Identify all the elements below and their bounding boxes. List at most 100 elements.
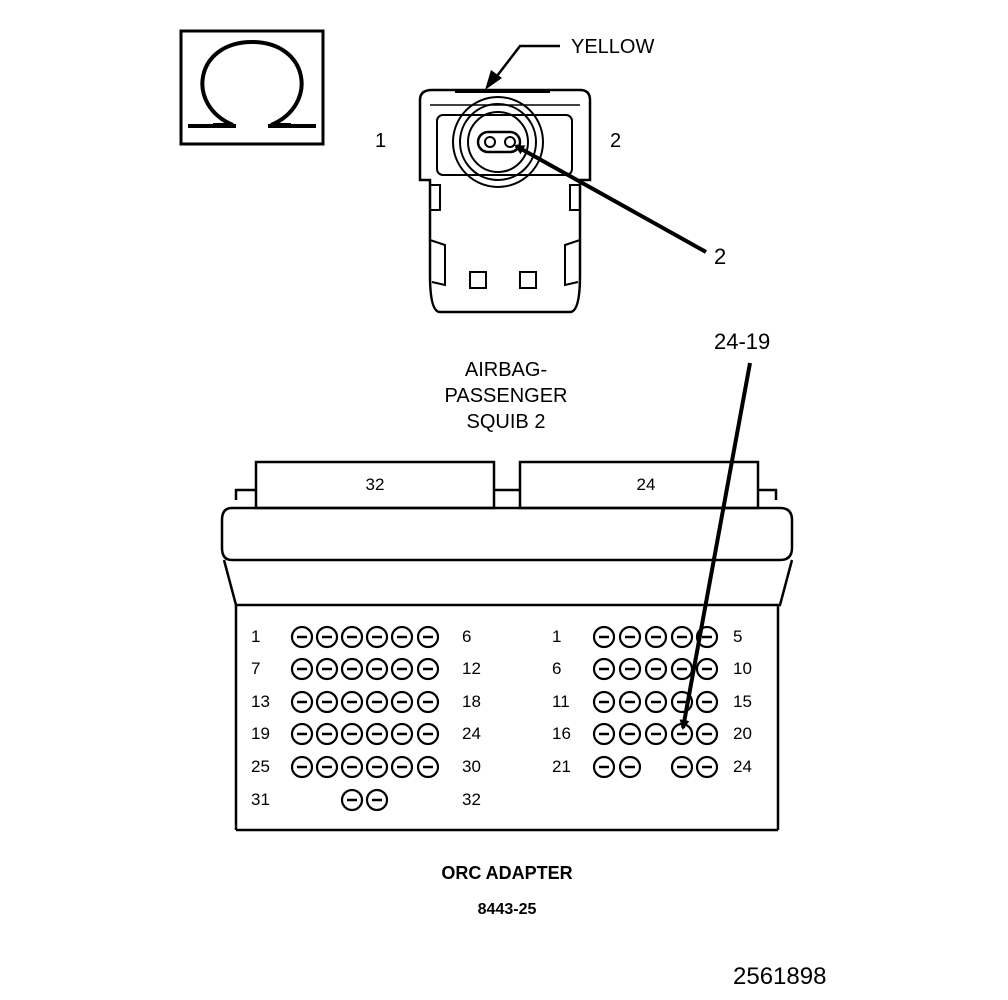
ohm-symbol-icon (179, 29, 325, 146)
adapter-tool-number: 8443-25 (477, 901, 537, 918)
right-row-1-start-label: 1 (552, 627, 562, 646)
right-tab-label: 24 (636, 475, 656, 494)
right-cavity-r1-c5 (695, 625, 719, 649)
left-cavity-r3-c6 (416, 690, 440, 714)
pin-2-label: 2 (610, 130, 622, 152)
connector-name-line-3: SQUIB 2 (466, 411, 546, 433)
right-cavity-r5-c1 (592, 755, 616, 779)
right-cavity-r1-c1 (592, 625, 616, 649)
left-row-6-end-label: 32 (462, 790, 481, 809)
left-cavity-r2-c2 (315, 657, 339, 681)
squib-connector-body (418, 88, 592, 314)
left-row-3-end-label: 18 (462, 692, 481, 711)
left-cavity-r2-c3 (340, 657, 364, 681)
left-cavity-r1-c1 (290, 625, 314, 649)
pin-1-label: 1 (375, 130, 387, 152)
right-row-2-end-label: 10 (733, 659, 752, 678)
right-cavity-r3-c3 (644, 690, 668, 714)
right-cavity-r1-c4 (670, 625, 694, 649)
adapter-pin-callout-label: 24-19 (714, 329, 771, 354)
left-cavity-r3-c2 (315, 690, 339, 714)
right-cavity-r4-c5 (695, 722, 719, 746)
left-cavity-r1-c4 (365, 625, 389, 649)
right-row-5-end-label: 24 (733, 757, 752, 776)
left-cavity-r4-c6 (416, 722, 440, 746)
left-cavity-r1-c3 (340, 625, 364, 649)
connector-name-line-1: AIRBAG- (464, 359, 548, 381)
adapter-title: ORC ADAPTER (441, 863, 573, 883)
left-cavity-r3-c4 (365, 690, 389, 714)
left-cavity-r1-c2 (315, 625, 339, 649)
left-row-4-start-label: 19 (251, 724, 270, 743)
left-cavity-r5-c2 (315, 755, 339, 779)
pin-24-19-callout-arrow (679, 362, 752, 730)
left-cavity-grid (290, 625, 440, 812)
right-cavity-r4-c2 (618, 722, 642, 746)
left-row-2-start-label: 7 (251, 659, 261, 678)
right-cavity-r4-c3 (644, 722, 668, 746)
right-cavity-r2-c3 (644, 657, 668, 681)
left-cavity-r2-c4 (365, 657, 389, 681)
left-row-6-start-label: 31 (251, 790, 270, 809)
figure-id: 2561898 (733, 963, 827, 990)
right-row-5-start-label: 21 (552, 757, 571, 776)
left-cavity-r1-c6 (416, 625, 440, 649)
right-row-3-end-label: 15 (733, 692, 752, 711)
right-cavity-r3-c1 (592, 690, 616, 714)
left-cavity-r3-c5 (390, 690, 414, 714)
left-row-1-end-label: 6 (462, 627, 472, 646)
left-cavity-r4-c5 (390, 722, 414, 746)
left-cavity-r4-c3 (340, 722, 364, 746)
left-cavity-r5-c6 (416, 755, 440, 779)
connector-name-line-2: PASSENGER (444, 385, 568, 407)
left-cavity-r2-c6 (416, 657, 440, 681)
right-cavity-r2-c2 (618, 657, 642, 681)
right-cavity-r4-c1 (592, 722, 616, 746)
right-row-4-start-label: 16 (552, 724, 571, 743)
orc-adapter-housing (220, 460, 794, 832)
left-cavity-r5-c5 (390, 755, 414, 779)
left-cavity-r4-c4 (365, 722, 389, 746)
right-cavity-r1-c3 (644, 625, 668, 649)
left-cavity-r3-c1 (290, 690, 314, 714)
right-row-3-start-label: 11 (552, 692, 570, 711)
right-row-4-end-label: 20 (733, 724, 752, 743)
connector-name: AIRBAG- PASSENGER SQUIB 2 (445, 357, 568, 435)
right-cavity-r3-c5 (695, 690, 719, 714)
yellow-wire-label: YELLOW (571, 36, 655, 58)
right-cavity-r2-c1 (592, 657, 616, 681)
left-cavity-r2-c1 (290, 657, 314, 681)
pin-2-callout-arrow (514, 144, 707, 254)
yellow-wire-leader (485, 44, 560, 90)
left-cavity-r6-c2 (365, 788, 389, 812)
left-cavity-r5-c4 (365, 755, 389, 779)
left-cavity-r5-c3 (340, 755, 364, 779)
right-cavity-grid (592, 625, 719, 779)
right-cavity-r3-c2 (618, 690, 642, 714)
left-tab-label: 32 (365, 475, 385, 494)
left-cavity-r3-c3 (340, 690, 364, 714)
left-cavity-r2-c5 (390, 657, 414, 681)
right-cavity-r3-c4 (670, 690, 694, 714)
left-row-1-start-label: 1 (251, 627, 261, 646)
left-cavity-r1-c5 (390, 625, 414, 649)
left-row-5-start-label: 25 (251, 757, 270, 776)
right-row-1-end-label: 5 (733, 627, 743, 646)
left-cavity-r4-c2 (315, 722, 339, 746)
right-cavity-r2-c5 (695, 657, 719, 681)
left-row-4-end-label: 24 (462, 724, 481, 743)
right-row-2-start-label: 6 (552, 659, 562, 678)
right-cavity-r5-c2 (618, 755, 642, 779)
left-cavity-r6-c1 (340, 788, 364, 812)
pin-callout-label: 2 (714, 244, 727, 269)
left-row-3-start-label: 13 (251, 692, 270, 711)
right-cavity-r5-c4 (695, 755, 719, 779)
left-cavity-r4-c1 (290, 722, 314, 746)
left-row-2-end-label: 12 (462, 659, 481, 678)
right-cavity-r5-c3 (670, 755, 694, 779)
left-row-5-end-label: 30 (462, 757, 481, 776)
left-cavity-r5-c1 (290, 755, 314, 779)
right-cavity-r1-c2 (618, 625, 642, 649)
